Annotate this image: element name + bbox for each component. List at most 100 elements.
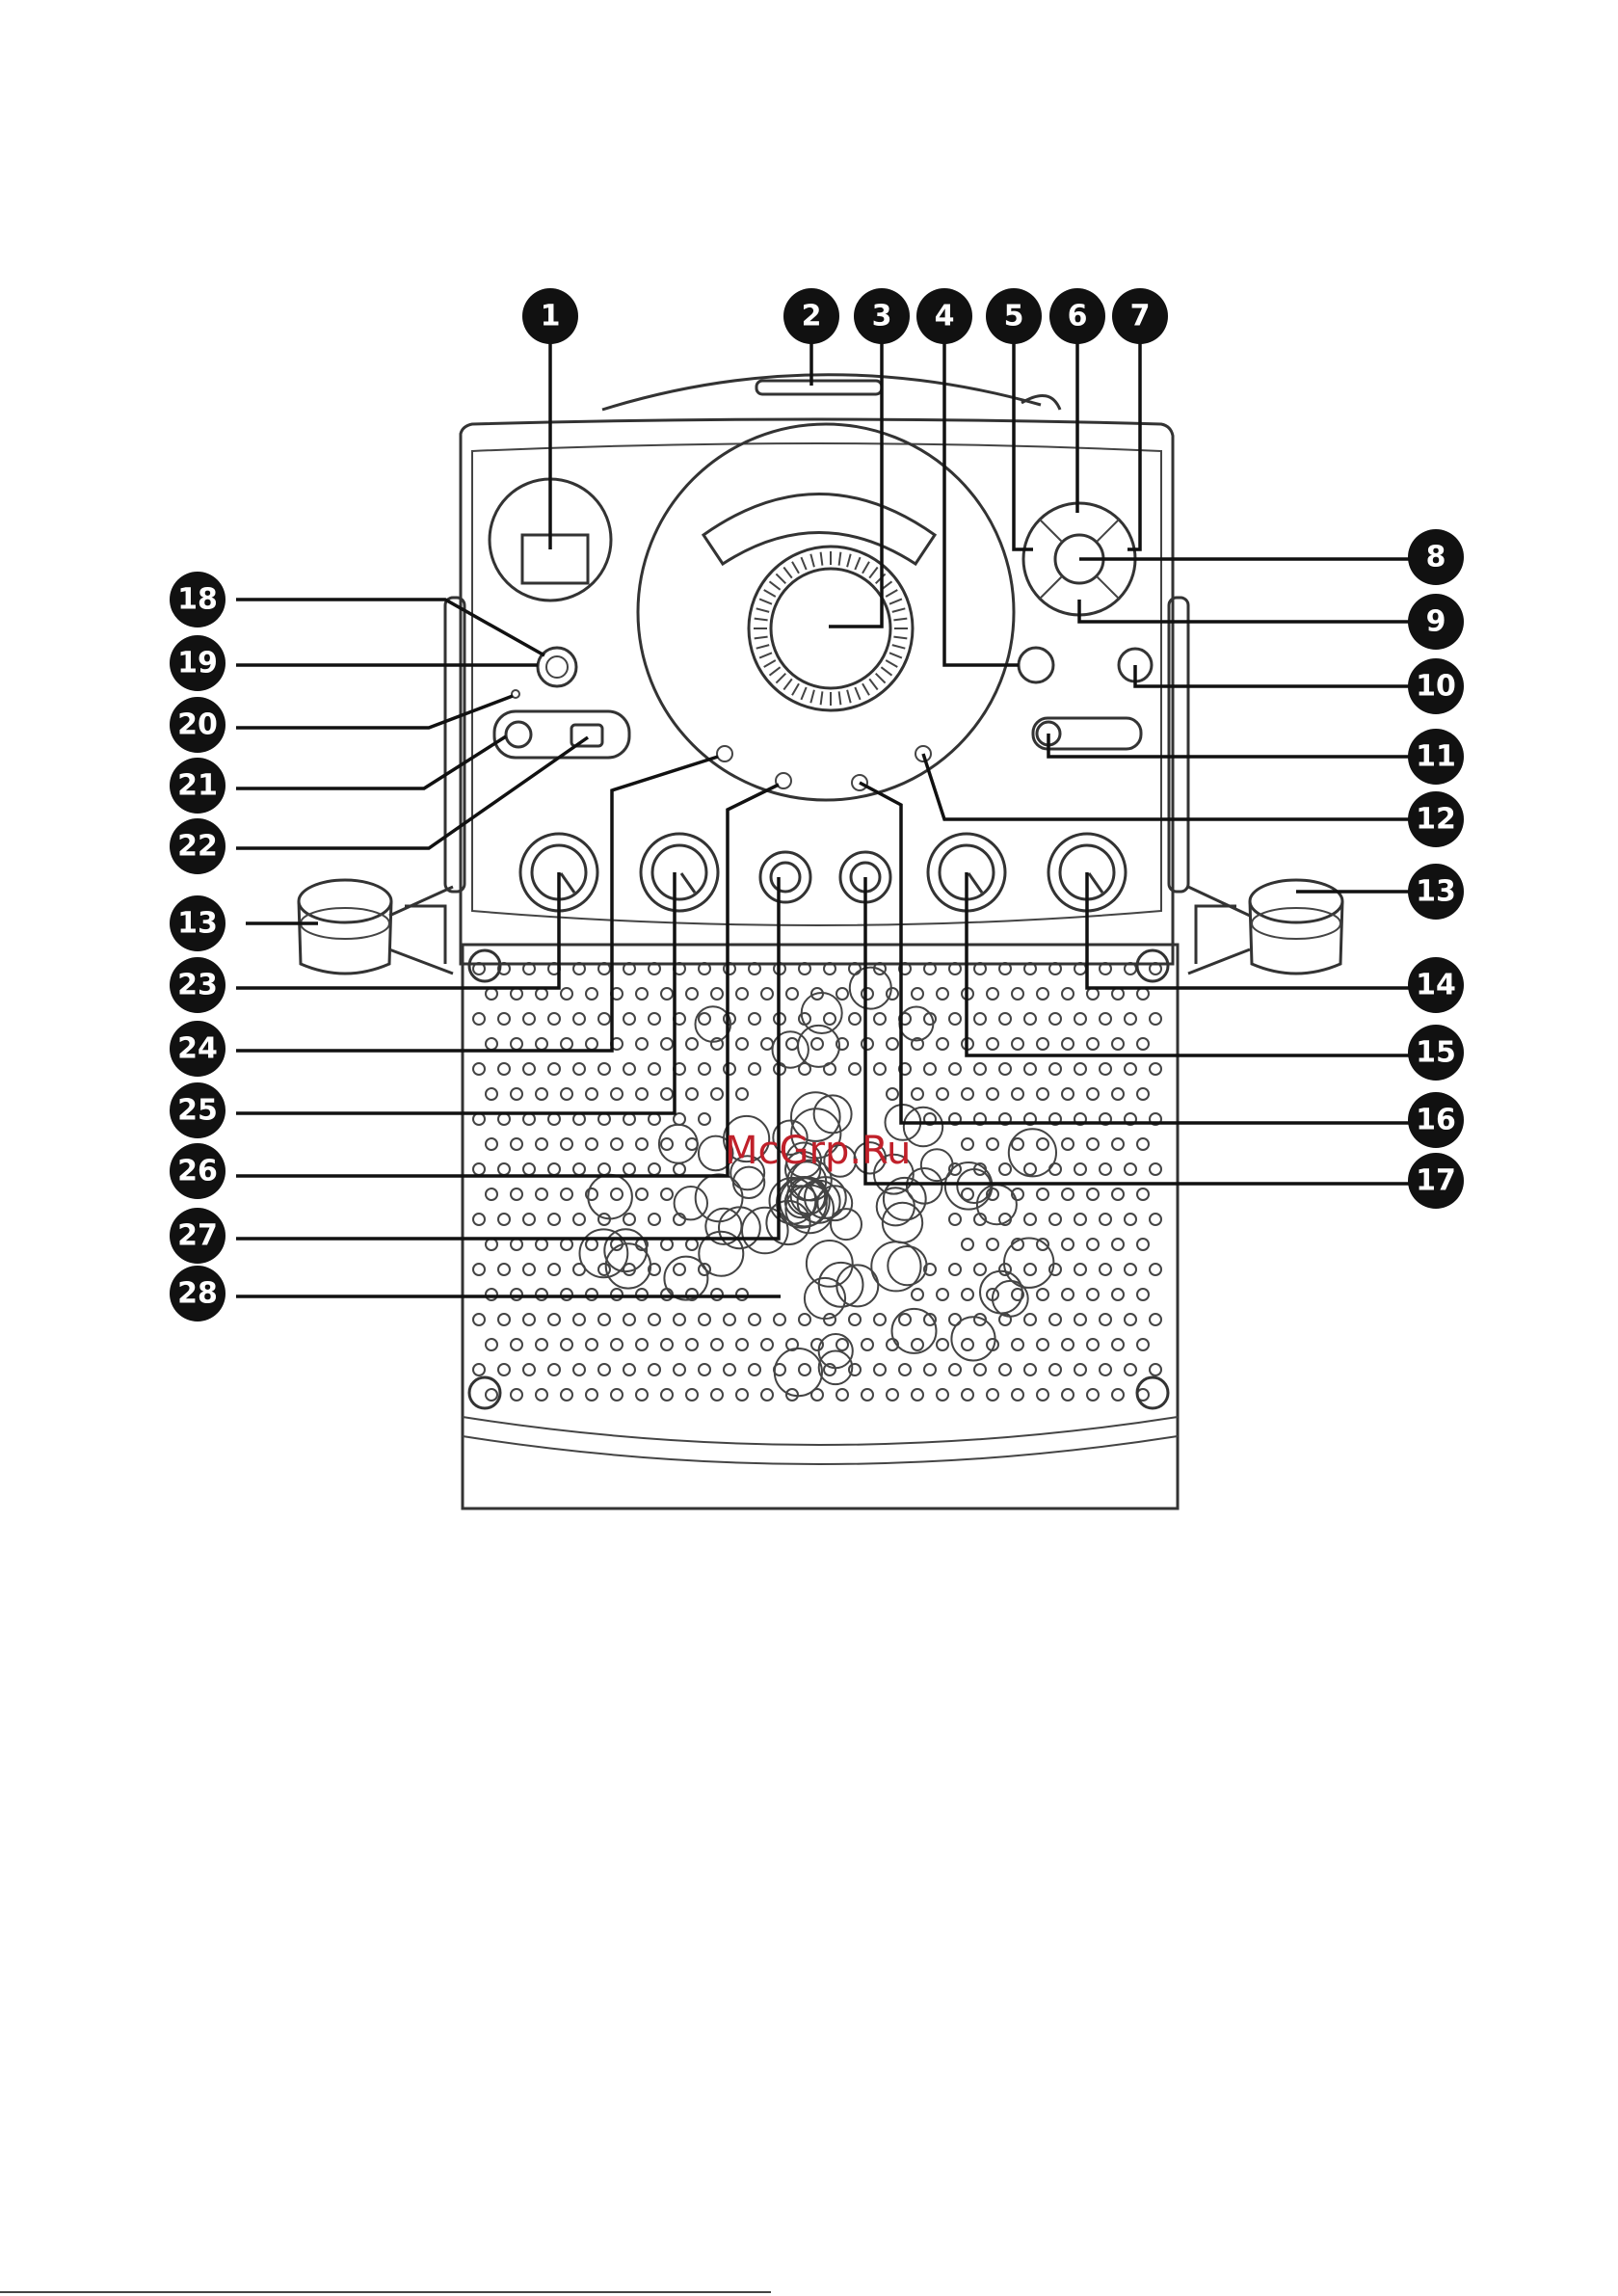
grille-hole xyxy=(962,1339,973,1350)
svg-text:18: 18 xyxy=(177,583,218,617)
grille-hole xyxy=(937,1339,948,1350)
grille-hole xyxy=(1049,1163,1061,1175)
grille-hole xyxy=(598,1113,610,1125)
grille-hole xyxy=(962,1389,973,1401)
callout-badge-6: 6 xyxy=(1049,288,1105,344)
grille-hole xyxy=(949,1264,961,1275)
grille-hole xyxy=(686,1339,698,1350)
grille-hole xyxy=(1024,1063,1036,1075)
grille-bubble xyxy=(659,1125,698,1163)
dial-tooth xyxy=(892,608,906,612)
dial-tooth xyxy=(776,574,785,583)
led-24 xyxy=(717,746,732,761)
grille-hole xyxy=(598,1364,610,1375)
grille-hole xyxy=(473,1113,485,1125)
d-pad-divider xyxy=(1040,576,1062,599)
callout-badge-21: 21 xyxy=(170,758,225,814)
grille-hole xyxy=(1125,1364,1136,1375)
grille-hole xyxy=(761,1038,773,1050)
grille-hole xyxy=(511,1038,522,1050)
callout-badge-8: 8 xyxy=(1408,529,1464,585)
grille-hole xyxy=(887,1038,898,1050)
dial-tooth xyxy=(756,645,770,649)
leader-9 xyxy=(1079,600,1409,622)
grille-hole xyxy=(1062,1289,1074,1300)
grille-hole xyxy=(473,1214,485,1225)
grille-hole xyxy=(1012,1339,1023,1350)
top-panel-inner xyxy=(472,443,1161,925)
grille-bubble xyxy=(883,1203,922,1242)
grille-hole xyxy=(686,988,698,1000)
grille-bubble xyxy=(921,1149,953,1181)
grille-hole xyxy=(1100,1214,1111,1225)
grille-hole xyxy=(711,1389,723,1401)
grille-hole xyxy=(937,1289,948,1300)
dial-tooth xyxy=(755,619,768,621)
dial-tooth xyxy=(839,552,841,566)
grille-hole xyxy=(1024,1214,1036,1225)
grille-hole xyxy=(1037,1289,1048,1300)
grille-hole xyxy=(486,1339,497,1350)
leader-10 xyxy=(1135,665,1409,686)
callout-badge-13-left: 13 xyxy=(170,895,225,951)
grille-hole xyxy=(899,1314,911,1325)
svg-text:4: 4 xyxy=(935,300,955,334)
screw xyxy=(1137,1377,1168,1408)
grille-bubble xyxy=(580,1229,628,1277)
grille-hole xyxy=(674,1163,685,1175)
grille-hole xyxy=(661,1088,673,1100)
grille-hole xyxy=(498,1013,510,1025)
callout-badge-10: 10 xyxy=(1408,658,1464,714)
grille-hole xyxy=(674,1113,685,1125)
jack-21 xyxy=(506,722,531,747)
dial-teeth xyxy=(754,551,908,706)
grille-hole xyxy=(1125,1264,1136,1275)
callout-badge-28: 28 xyxy=(170,1266,225,1322)
dial-inner xyxy=(771,569,890,688)
svg-text:2: 2 xyxy=(802,300,822,334)
grille-hole xyxy=(987,1088,998,1100)
mic-holder-right xyxy=(1188,880,1342,974)
grille-hole xyxy=(523,1013,535,1025)
svg-text:25: 25 xyxy=(177,1094,218,1128)
grille-hole xyxy=(912,988,923,1000)
grille-hole xyxy=(1150,1163,1161,1175)
grille-hole xyxy=(836,1339,848,1350)
grille-hole xyxy=(511,1289,522,1300)
svg-text:7: 7 xyxy=(1130,300,1151,334)
grille-hole xyxy=(1125,1013,1136,1025)
cabinet-base-curve-2 xyxy=(463,1436,1178,1464)
grille-hole xyxy=(887,1389,898,1401)
svg-text:1: 1 xyxy=(541,300,561,334)
grille-hole xyxy=(561,1239,572,1250)
grille-hole xyxy=(586,1339,597,1350)
callout-badge-4: 4 xyxy=(916,288,972,344)
grille-hole xyxy=(1062,1339,1074,1350)
leader-7 xyxy=(1127,337,1140,549)
grille-hole xyxy=(649,1364,660,1375)
grille-hole xyxy=(498,1113,510,1125)
grille-hole xyxy=(586,1389,597,1401)
grille-hole xyxy=(523,1264,535,1275)
grille-hole xyxy=(987,1138,998,1150)
grille-hole xyxy=(699,1113,710,1125)
grille-hole xyxy=(486,1389,497,1401)
grille-hole xyxy=(1012,1389,1023,1401)
dial-tooth xyxy=(770,667,781,676)
grille-bubble xyxy=(696,1174,743,1221)
grille-hole xyxy=(1100,1364,1111,1375)
grille-hole xyxy=(649,1063,660,1075)
grille-hole xyxy=(736,988,748,1000)
grille-hole xyxy=(962,1239,973,1250)
grille-hole xyxy=(486,988,497,1000)
grille-hole xyxy=(811,1038,823,1050)
grille-hole xyxy=(1087,1188,1099,1200)
leader-20 xyxy=(236,696,513,728)
grille-hole xyxy=(611,1138,623,1150)
grille-hole xyxy=(912,1289,923,1300)
dial-tooth xyxy=(764,660,776,667)
svg-text:5: 5 xyxy=(1004,300,1024,334)
svg-text:13: 13 xyxy=(1416,875,1456,909)
leader-27 xyxy=(236,877,779,1239)
dial-tooth xyxy=(847,554,851,568)
